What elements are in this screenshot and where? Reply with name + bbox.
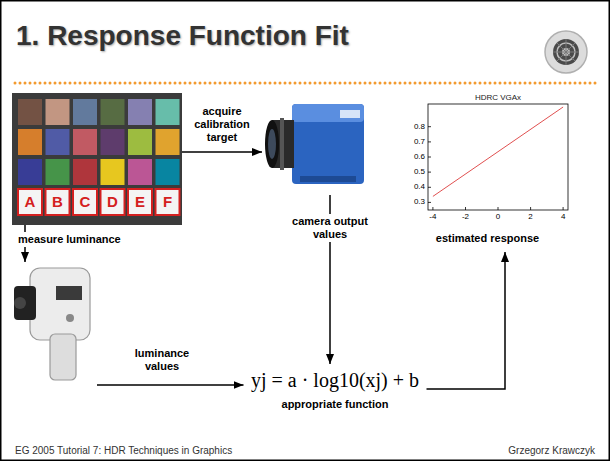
patch-letter: C: [73, 189, 97, 215]
color-checker: ABCDEF: [12, 93, 182, 225]
node-text: estimated response: [400, 232, 575, 244]
formula-text: appropriate function: [250, 398, 421, 410]
axis-tick-label: 0.7: [403, 137, 425, 146]
axis-tick-label: 0.4: [403, 182, 425, 191]
patch-letter: A: [18, 189, 42, 215]
edge-label: acquire calibration target: [182, 104, 262, 145]
footer-text: EG 2005 Tutorial 7: HDR Techniques in Gr…: [15, 445, 232, 456]
response-plot-chart: [428, 104, 568, 210]
slide-title: 1. Response Function Fit: [16, 20, 349, 52]
axis-tick-label: -2: [455, 212, 475, 221]
camera-picture: [265, 104, 364, 184]
node-text: HDRC VGAx: [428, 93, 568, 102]
dotted-rule: [15, 82, 598, 85]
axis-tick-label: 2: [521, 212, 541, 221]
logo-emblem: [545, 31, 587, 73]
flow-arrow: [182, 151, 262, 153]
patch-letter: B: [46, 189, 70, 215]
formula-box: yj = a · log10(xj) + b appropriate functi…: [244, 364, 427, 414]
luminance-meter-picture: [14, 268, 90, 380]
luminance-meter: [12, 262, 97, 395]
axis-tick-label: 0.6: [403, 152, 425, 161]
patch-letter: F: [156, 189, 180, 215]
axis-tick-label: 0.8: [403, 122, 425, 131]
axis-tick-label: 4: [553, 212, 573, 221]
edge-label: measure luminance: [16, 232, 123, 247]
axis-tick-label: -4: [423, 212, 443, 221]
color-checker-chart: [12, 93, 182, 225]
response-plot: HDRC VGAx estimated response: [400, 92, 575, 252]
camera-image: [262, 93, 370, 195]
patch-letter: E: [128, 189, 152, 215]
edge-label: camera output values: [280, 214, 380, 242]
axis-tick-label: 0.5: [403, 167, 425, 176]
formula-text: yj = a · log10(xj) + b: [250, 368, 421, 392]
axis-tick-label: 0.3: [403, 197, 425, 206]
edge-label: luminance values: [120, 346, 204, 374]
axis-tick-label: 0: [488, 212, 508, 221]
flow-arrow: [97, 384, 244, 386]
flow-arrow: [427, 252, 506, 389]
patch-letter: D: [101, 189, 125, 215]
footer-text: Grzegorz Krawczyk: [508, 445, 595, 456]
